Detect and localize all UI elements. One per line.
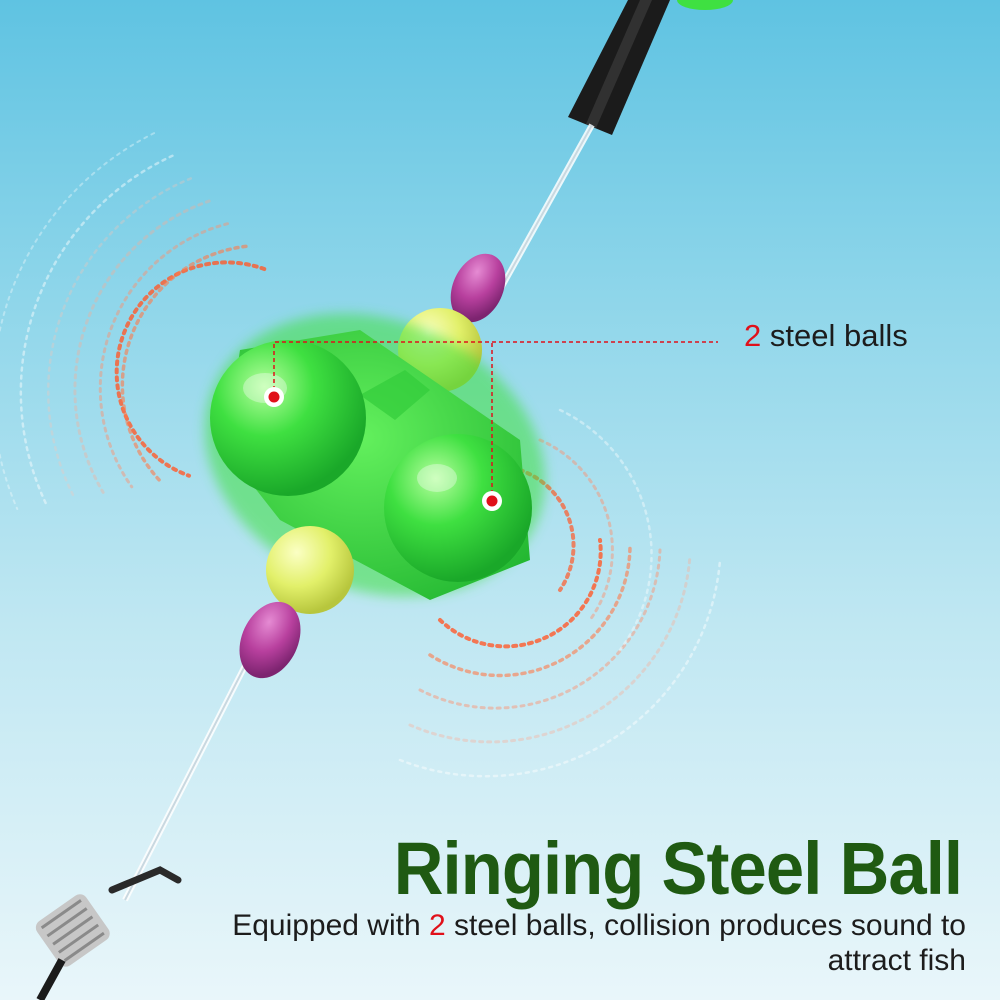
steel-ball-left xyxy=(210,340,366,496)
description-lead: Equipped with xyxy=(232,909,429,942)
rattle-body xyxy=(210,330,532,600)
fishing-line-icon xyxy=(122,123,595,902)
steel-ball-marker-icon xyxy=(264,387,284,407)
callout-label: steel balls xyxy=(761,318,908,353)
steel-ball-right xyxy=(384,434,532,582)
swivel xyxy=(35,866,182,1000)
sound-wave-icon xyxy=(0,132,267,511)
feature-title: Ringing Steel Ball xyxy=(393,827,963,910)
feature-description: Equipped with 2 steel balls, collision p… xyxy=(166,908,966,978)
callout-lines xyxy=(273,341,718,501)
sound-wave-icon xyxy=(398,408,722,778)
purple-bead xyxy=(450,253,506,323)
steel-balls-callout: 2 steel balls xyxy=(744,318,908,354)
yellow-bead xyxy=(266,526,354,614)
top-tube xyxy=(568,0,733,135)
purple-bead xyxy=(239,601,301,679)
description-rest: steel balls, collision produces sound to… xyxy=(445,909,966,977)
description-number: 2 xyxy=(429,909,446,942)
callout-number: 2 xyxy=(744,318,762,353)
steel-ball-marker-icon xyxy=(482,491,502,511)
